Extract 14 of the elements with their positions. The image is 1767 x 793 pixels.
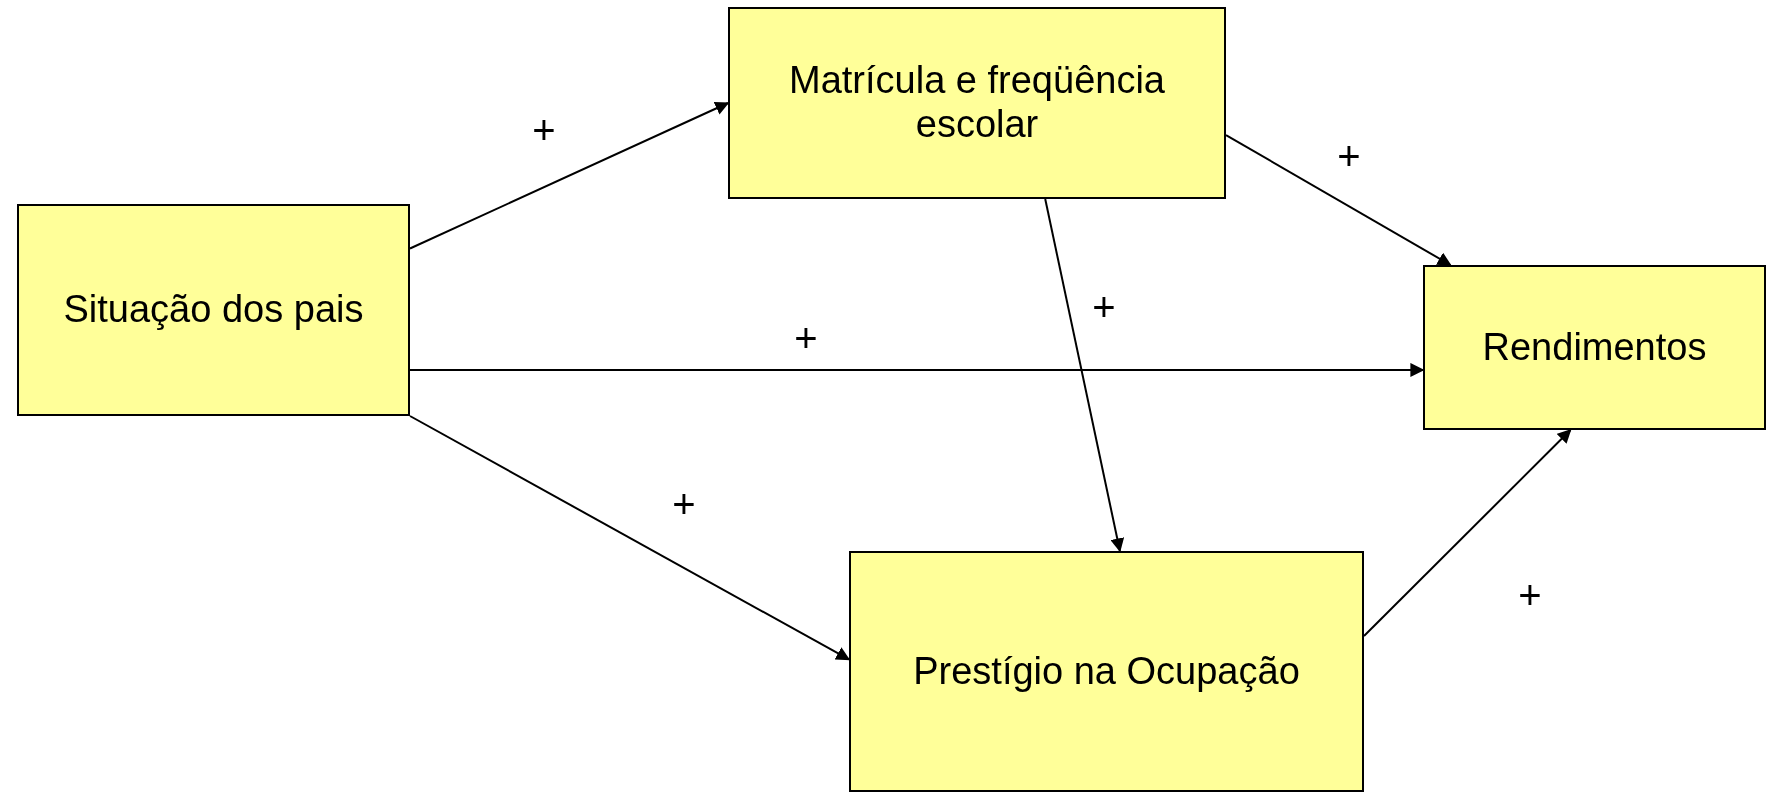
box-label: Situação dos pais [63,288,364,332]
arrow [1225,134,1452,266]
process-box [17,204,410,416]
box-label: Prestígio na Ocupação [913,649,1300,694]
box-label: Rendimentos [1482,325,1707,370]
process-box [728,7,1226,199]
box-label: Matrícula e freqüência escolar [788,59,1166,147]
arrow [1363,429,1572,638]
arrow [409,362,1425,377]
process-box [1423,265,1766,430]
process-box [849,551,1364,792]
arrow [1044,198,1125,553]
arrow [409,101,730,250]
arrow [409,415,851,661]
